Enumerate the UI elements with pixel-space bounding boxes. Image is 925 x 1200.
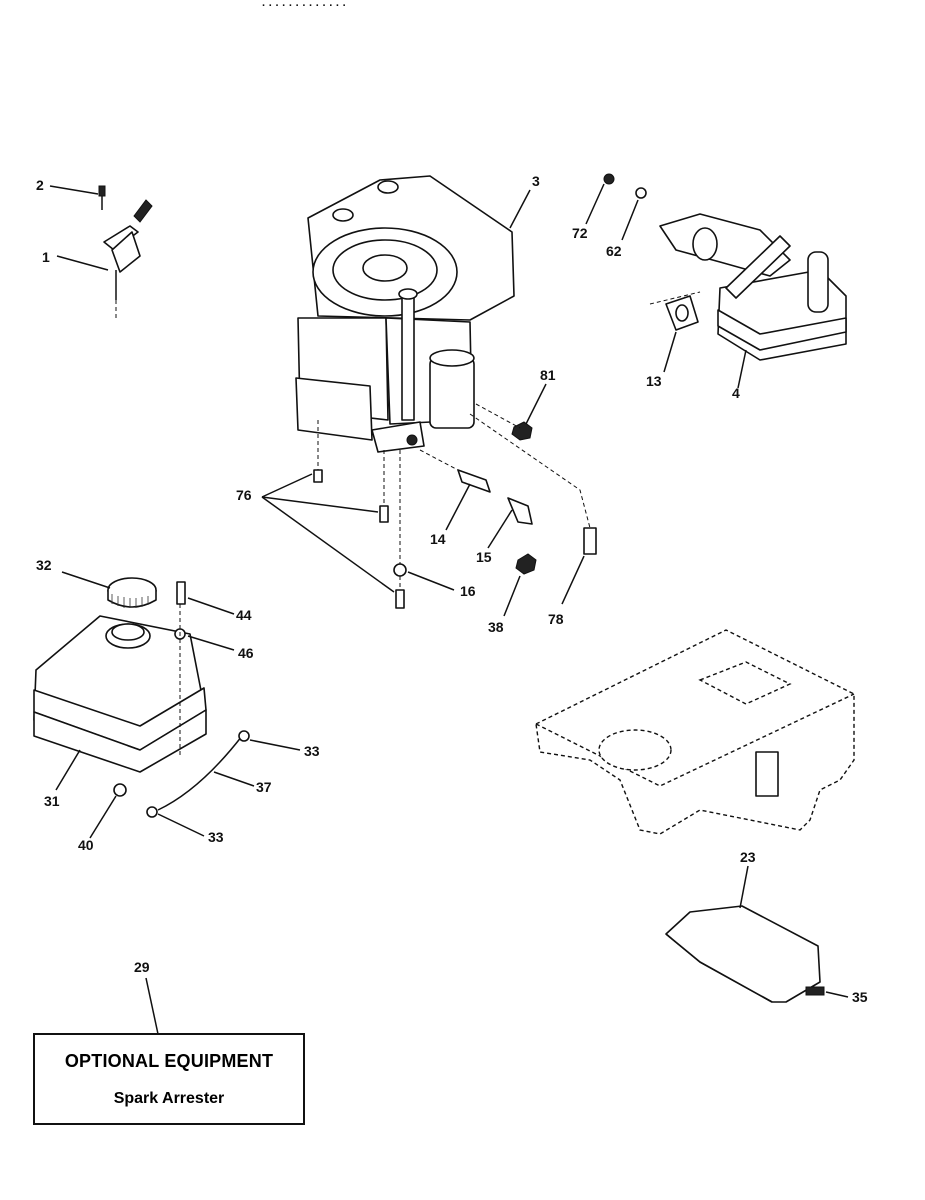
fuel-line[interactable] xyxy=(157,735,243,811)
callout-29: 29 xyxy=(134,959,150,975)
optional-equipment-item: Spark Arrester xyxy=(113,1090,225,1107)
fuel-cap[interactable] xyxy=(107,577,157,608)
optional-equipment-box: OPTIONAL EQUIPMENT Spark Arrester xyxy=(33,1033,305,1125)
optional-equipment-title: OPTIONAL EQUIPMENT xyxy=(64,1051,274,1071)
nut-81[interactable] xyxy=(511,421,533,441)
callout-35: 35 xyxy=(852,989,868,1005)
callout-16: 16 xyxy=(460,583,476,599)
callout-2: 2 xyxy=(36,177,44,193)
callout-13: 13 xyxy=(646,373,662,389)
callout-81: 81 xyxy=(540,367,556,383)
throttle-control[interactable] xyxy=(98,185,153,320)
elbow-15[interactable] xyxy=(507,497,533,525)
bolts-76[interactable] xyxy=(313,469,405,609)
engine-mounting-plate xyxy=(535,629,855,835)
fitting-14[interactable] xyxy=(457,469,491,493)
callout-15: 15 xyxy=(476,549,492,565)
callout-33: 33 xyxy=(304,743,320,759)
fuel-tank[interactable] xyxy=(33,615,207,773)
callout-1: 1 xyxy=(42,249,50,265)
clamp-33[interactable] xyxy=(238,730,250,742)
heat-shield[interactable] xyxy=(665,905,821,1003)
header-fragment: · · · · · · · · · · · · · xyxy=(262,0,347,12)
washer-16[interactable] xyxy=(393,563,407,577)
callout-31: 31 xyxy=(44,793,60,809)
callout-37: 37 xyxy=(256,779,272,795)
bolt-78[interactable] xyxy=(583,527,597,555)
callout-46: 46 xyxy=(238,645,254,661)
callout-23: 23 xyxy=(740,849,756,865)
screw-35[interactable] xyxy=(805,986,825,996)
callout-76: 76 xyxy=(236,487,252,503)
washer-62[interactable] xyxy=(635,187,647,199)
callout-78: 78 xyxy=(548,611,564,627)
muffler[interactable] xyxy=(659,213,847,361)
nut-38[interactable] xyxy=(515,553,537,575)
clamp-40[interactable] xyxy=(113,783,127,797)
callout-3: 3 xyxy=(532,173,540,189)
callout-72: 72 xyxy=(572,225,588,241)
callout-32: 32 xyxy=(36,557,52,573)
callout-44: 44 xyxy=(236,607,252,623)
callout-4: 4 xyxy=(732,385,740,401)
callout-33: 33 xyxy=(208,829,224,845)
callout-40: 40 xyxy=(78,837,94,853)
callout-62: 62 xyxy=(606,243,622,259)
bolt-72[interactable] xyxy=(603,173,615,185)
gasket[interactable] xyxy=(665,295,699,331)
bolt-44[interactable] xyxy=(176,581,186,605)
callout-14: 14 xyxy=(430,531,446,547)
bracket xyxy=(755,751,779,797)
callout-38: 38 xyxy=(488,619,504,635)
clamp-33[interactable] xyxy=(146,806,158,818)
engine[interactable] xyxy=(295,175,515,453)
